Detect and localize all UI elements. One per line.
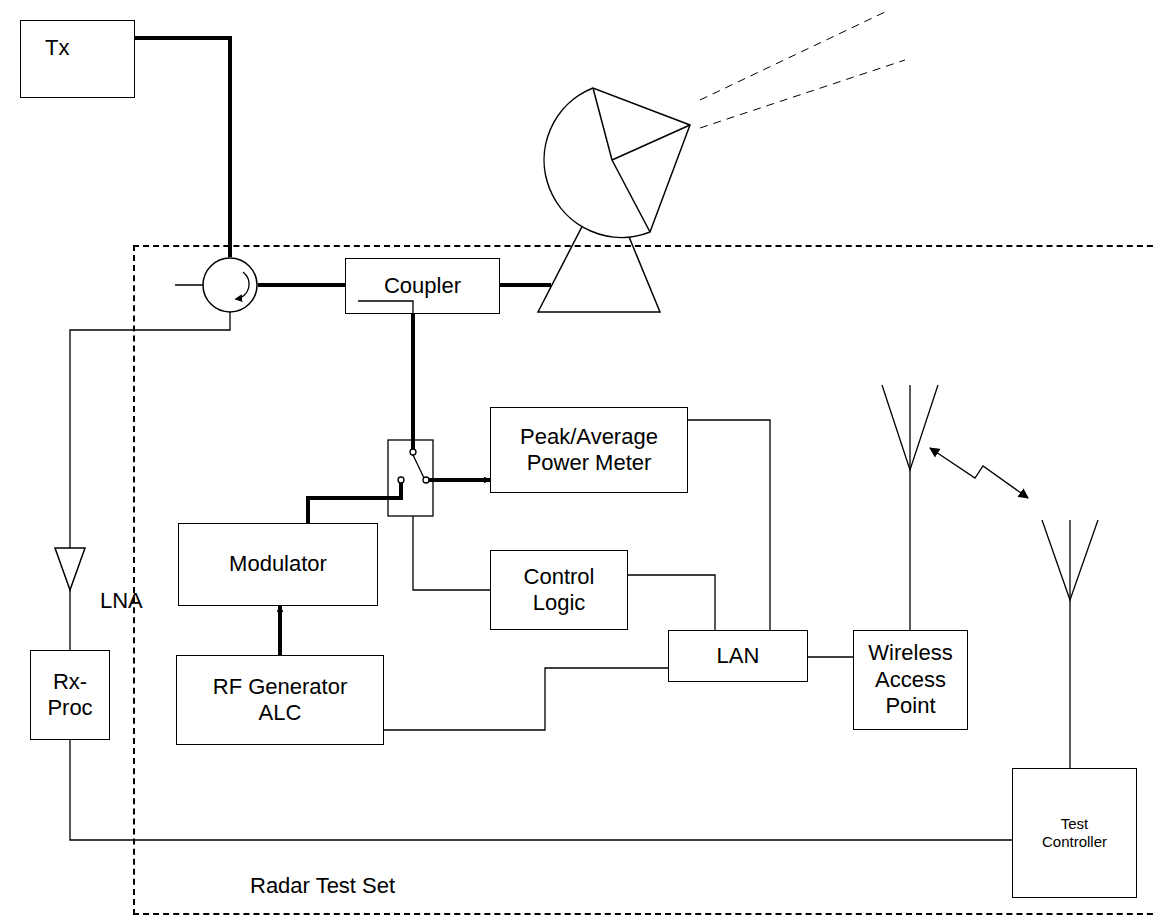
control-logic-box: Control Logic [490,550,628,630]
box-label: Modulator [229,551,327,577]
rf-path [308,483,401,523]
box-label: RF Generator ALC [205,674,355,727]
wireless-link [930,448,1028,498]
component-label: LNA [100,588,143,614]
rf-switch [388,440,433,516]
box-label: Control Logic [509,564,609,617]
feed-line [500,283,551,287]
access-point-box: Wireless Access Point [853,630,968,730]
rf-generator-box: RF Generator ALC [176,655,384,745]
box-label: Test Controller [1032,815,1117,851]
control-line [413,516,490,590]
beam-line [700,60,905,128]
box-label: Peak/Average Power Meter [509,424,669,477]
lan-box: LAN [668,630,808,682]
radar-antenna [538,88,690,312]
data-link [70,740,1012,840]
receive-line [70,312,230,650]
data-link [384,668,668,730]
coupler-box: Coupler [345,258,500,314]
box-label: LAN [717,643,760,669]
coupling-line [358,301,413,314]
box-label: Coupler [384,273,461,299]
modulator-box: Modulator [178,523,378,606]
lna-symbol [55,548,85,590]
region-title: Radar Test Set [250,873,395,899]
circulator-symbol [175,258,257,312]
data-link [628,575,715,630]
box-label: Rx-Proc [45,669,95,722]
rf-path [413,314,490,480]
transmitter-box: Tx [20,20,135,98]
data-link [808,656,853,657]
power-meter-box: Peak/Average Power Meter [490,407,688,493]
beam-line [700,12,885,100]
box-label: Tx [45,35,69,61]
test-controller-box: Test Controller [1012,768,1137,898]
rf-path [135,38,345,285]
data-link [688,420,770,630]
box-label: Wireless Access Point [863,640,958,719]
test-set-region: Radar Test Set Peak/Average Power MeterMo… [133,245,1154,915]
rf-path [278,606,282,655]
receiver-box: Rx-Proc [30,650,110,740]
